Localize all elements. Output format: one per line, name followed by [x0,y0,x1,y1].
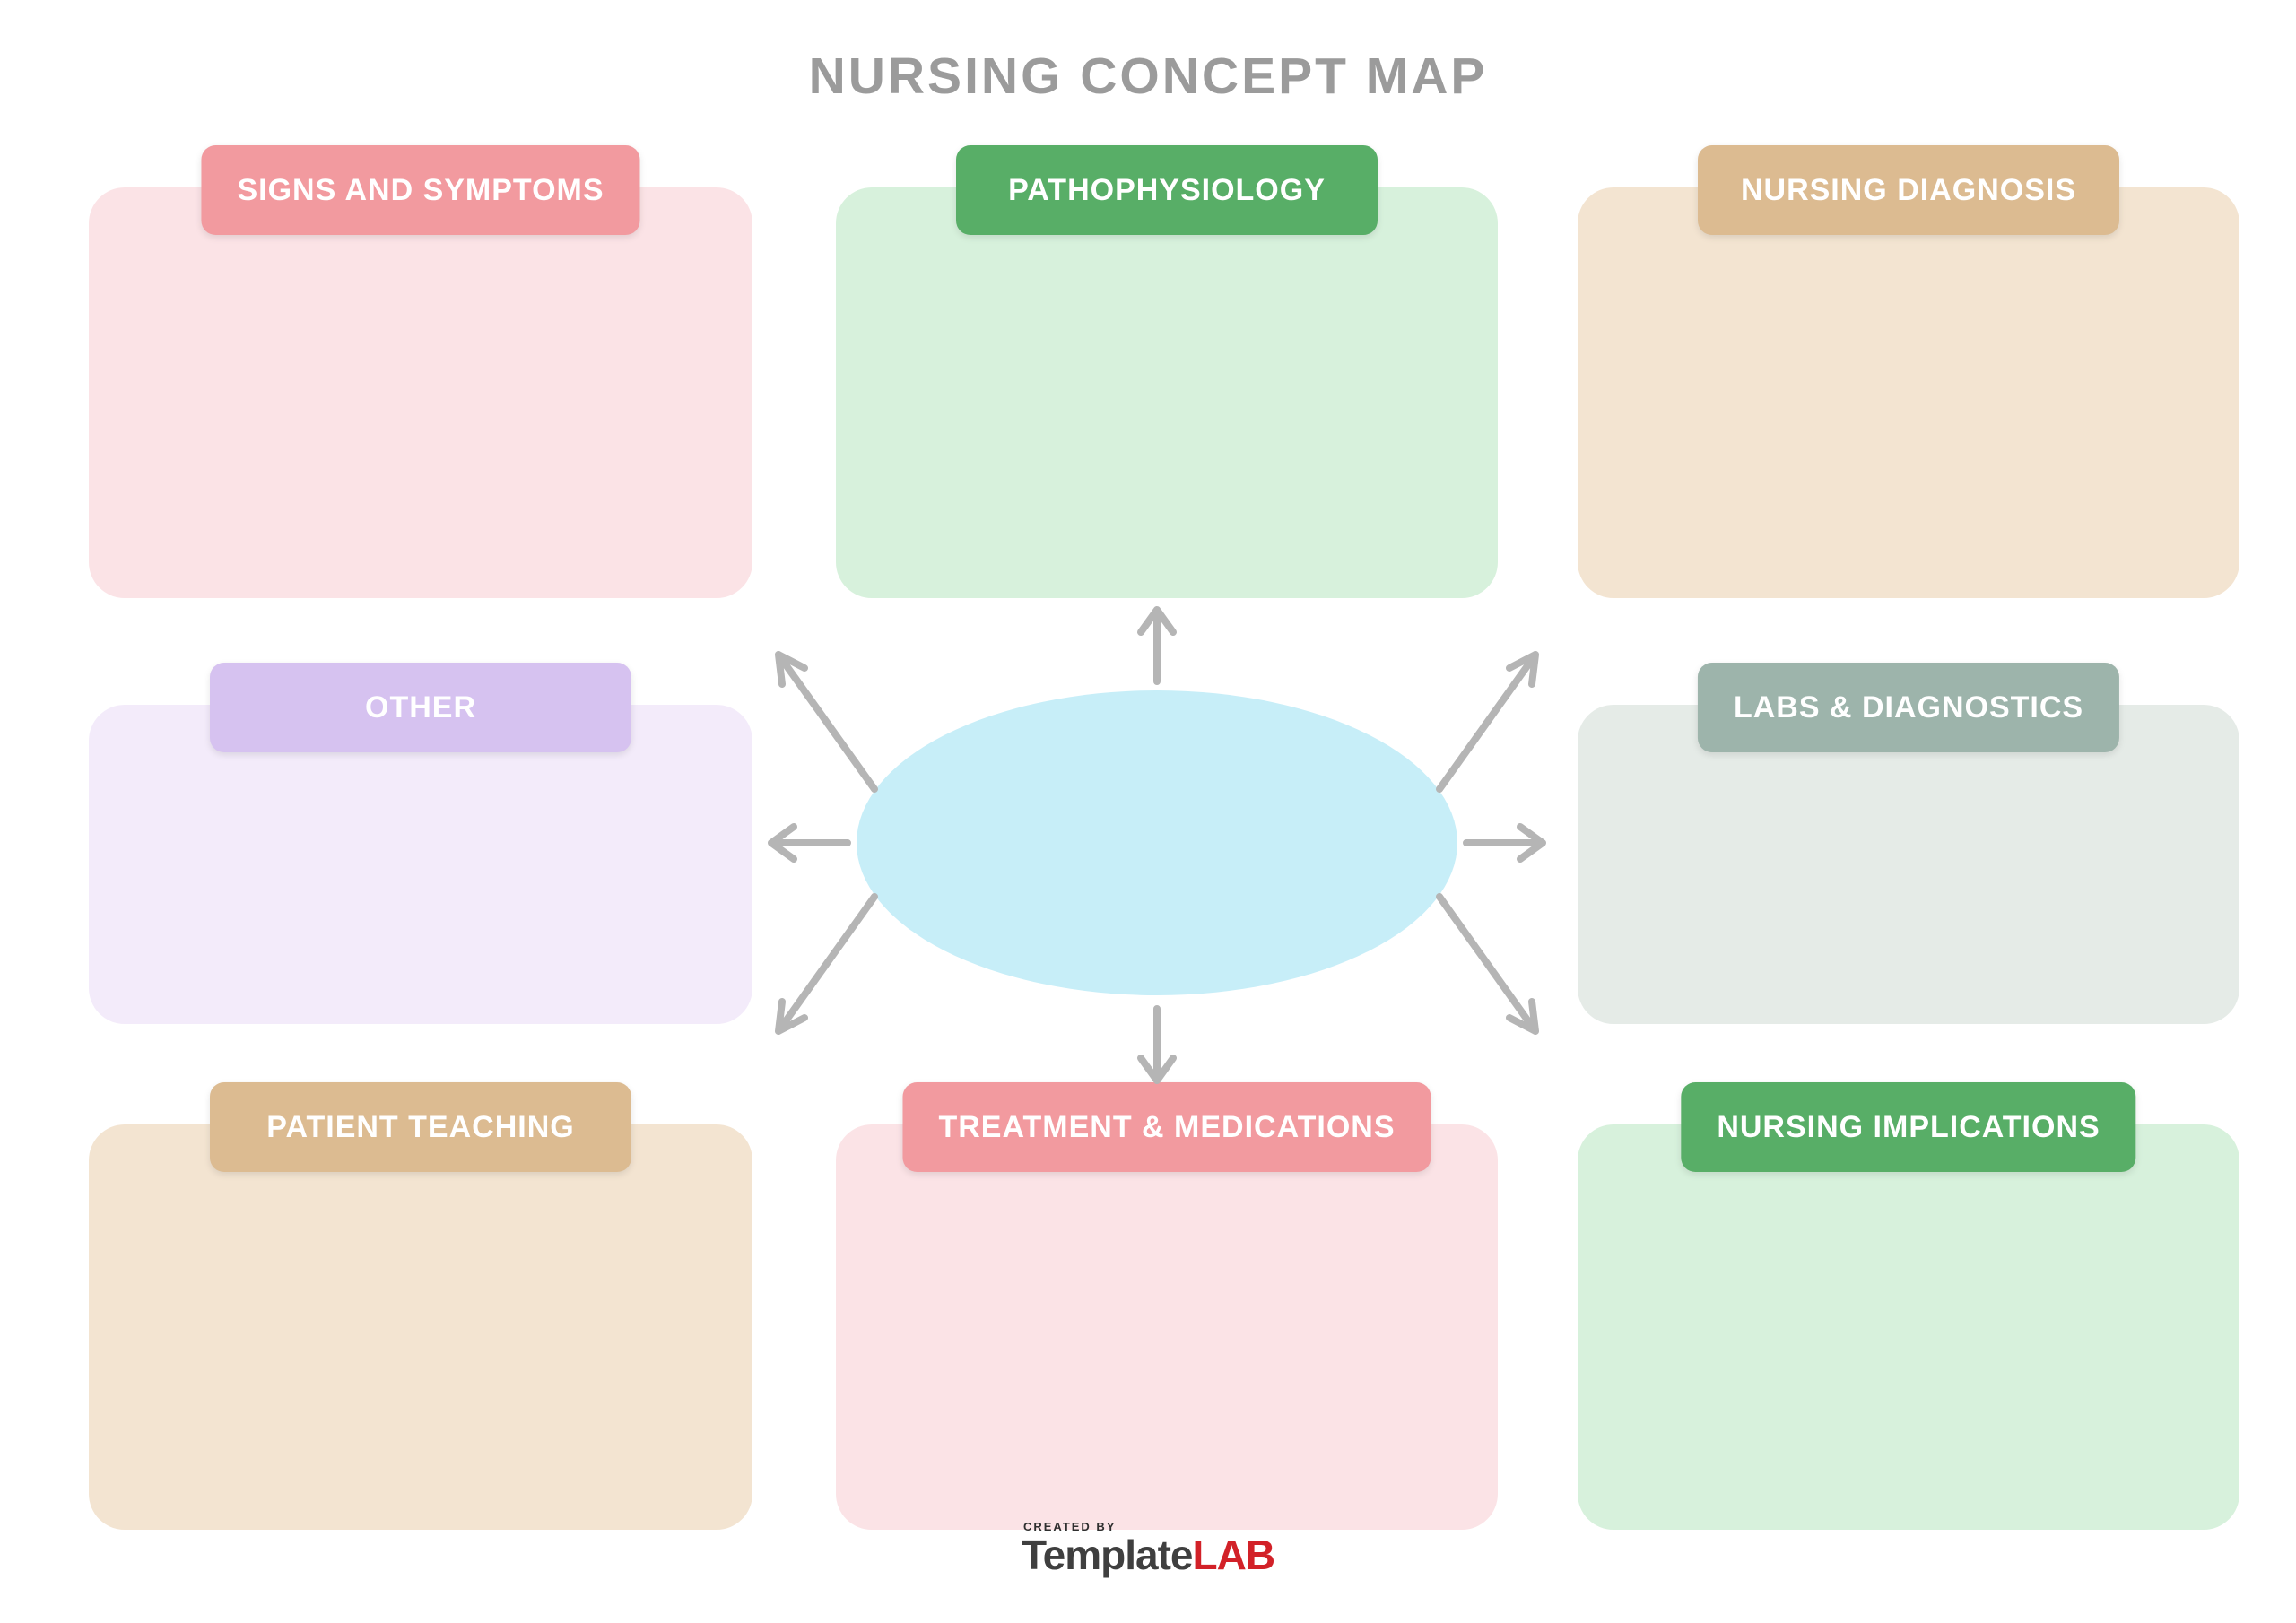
radiating-arrows [768,606,1546,1084]
card-treatment-and-medications: TREATMENT & MEDICATIONS [836,1082,1498,1530]
card-header-treatment-and-medications: TREATMENT & MEDICATIONS [902,1082,1431,1172]
arrow-down-right-icon [1436,893,1539,1035]
card-other: OTHER [89,663,752,1024]
arrow-right-icon [1463,823,1546,863]
card-patient-teaching: PATIENT TEACHING [89,1082,752,1530]
card-signs-and-symptoms: SIGNS AND SYMPTOMS [89,145,752,598]
brand-template-text: Template [1021,1532,1194,1578]
templatelab-logo: CREATED BY TemplateLAB [1021,1520,1276,1578]
card-header-patient-teaching: PATIENT TEACHING [210,1082,631,1172]
arrow-left-icon [768,823,851,863]
arrow-down-left-icon [775,893,878,1035]
card-header-pathophysiology: PATHOPHYSIOLOGY [956,145,1378,235]
card-header-signs-and-symptoms: SIGNS AND SYMPTOMS [201,145,640,235]
card-labs-and-diagnostics: LABS & DIAGNOSTICS [1578,663,2239,1024]
brand-lab-text: LAB [1192,1532,1276,1578]
brand-wordmark: TemplateLAB [1021,1532,1276,1578]
card-pathophysiology: PATHOPHYSIOLOGY [836,145,1498,598]
card-header-nursing-diagnosis: NURSING DIAGNOSIS [1698,145,2119,235]
card-nursing-implications: NURSING IMPLICATIONS [1578,1082,2239,1530]
created-by-label: CREATED BY [1022,1520,1117,1533]
card-header-nursing-implications: NURSING IMPLICATIONS [1681,1082,2136,1172]
card-header-labs-and-diagnostics: LABS & DIAGNOSTICS [1697,663,2120,752]
arrow-up-right-icon [1436,651,1539,793]
arrow-down-icon [1137,1005,1177,1084]
arrow-up-icon [1137,606,1177,685]
arrow-up-left-icon [775,651,878,793]
page-title: NURSING CONCEPT MAP [808,48,1488,105]
center-topic-ellipse [857,690,1457,995]
card-header-other: OTHER [210,663,631,752]
card-nursing-diagnosis: NURSING DIAGNOSIS [1578,145,2239,598]
